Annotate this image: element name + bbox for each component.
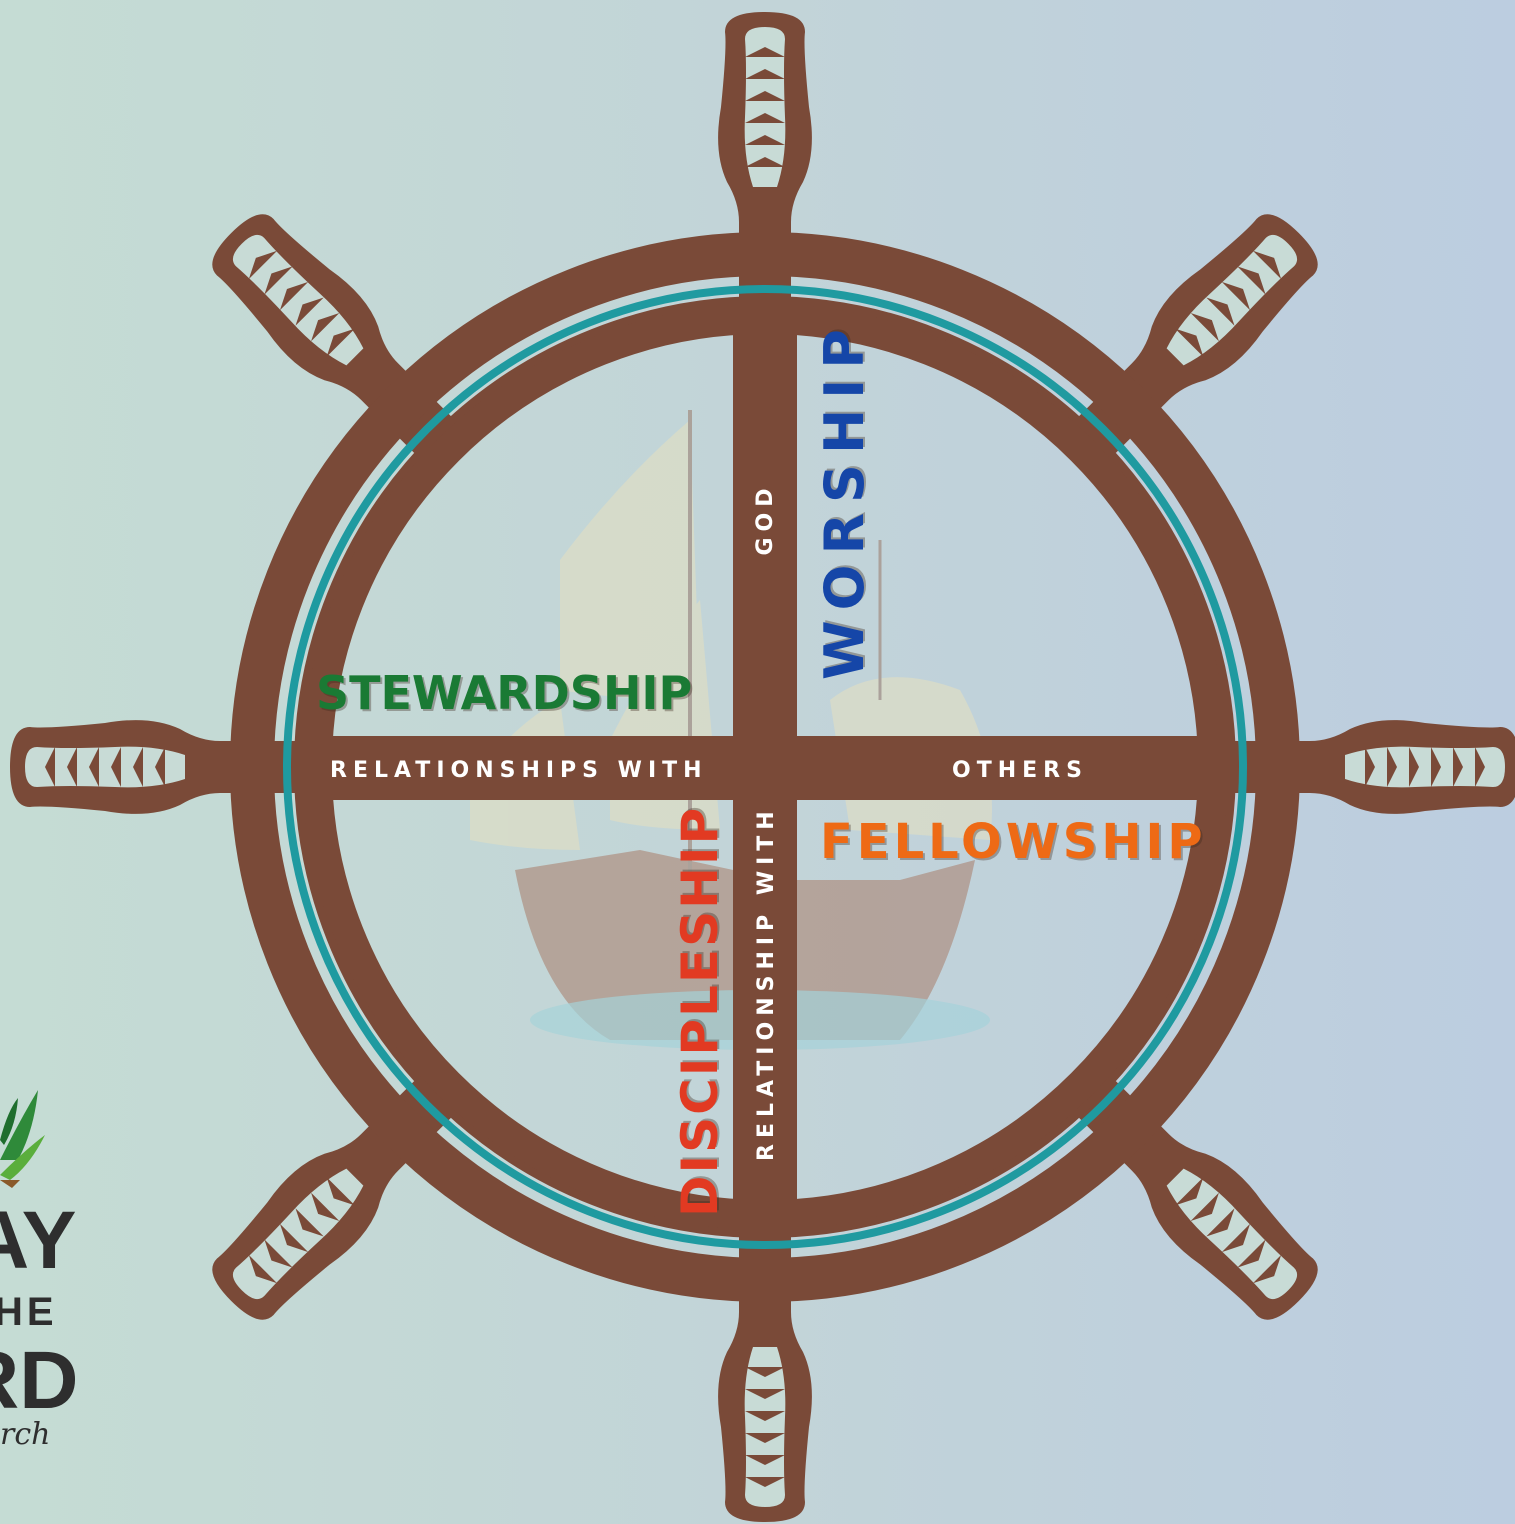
handle-left — [10, 720, 295, 814]
label-god: GOD — [753, 482, 778, 556]
handle-bottom — [718, 1237, 812, 1522]
handle-right — [1235, 720, 1515, 814]
quadrant-discipleship: DISCIPLESHIP — [671, 805, 729, 1217]
church-logo: AY HE RD rch — [0, 1080, 130, 1460]
label-relationship-with: RELATIONSHIP WITH — [754, 805, 779, 1161]
logo-line3: RD — [0, 1335, 79, 1426]
quadrant-worship: WORSHIP — [813, 319, 876, 680]
logo-line2: HE — [0, 1290, 58, 1334]
label-others: OTHERS — [952, 758, 1088, 783]
leaf-icon — [0, 1090, 45, 1188]
logo-script: rch — [0, 1417, 51, 1452]
ship-illustration — [470, 410, 992, 1050]
quadrant-stewardship: STEWARDSHIP — [316, 666, 693, 720]
quadrant-fellowship: FELLOWSHIP — [820, 814, 1207, 870]
handle-top — [718, 12, 812, 297]
label-relationships-with: RELATIONSHIPS WITH — [330, 758, 708, 783]
wheel-cross-bars — [296, 298, 1234, 1236]
logo-line1: AY — [0, 1195, 77, 1286]
